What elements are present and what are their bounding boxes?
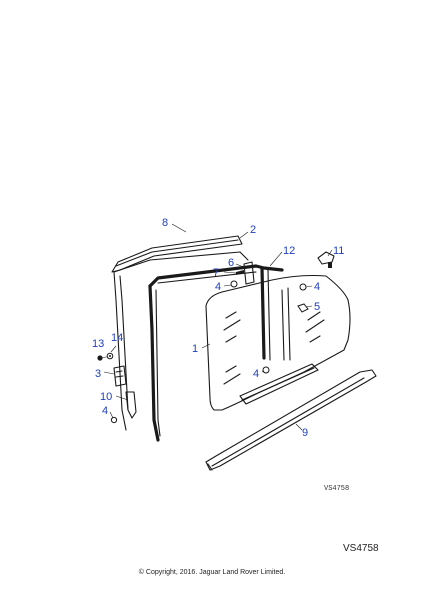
drawing-reference: VS4758 bbox=[324, 485, 349, 493]
callout-8: 8 bbox=[162, 217, 168, 229]
part-2-door-frame-seal bbox=[113, 251, 249, 431]
callout-4-upper-right: 4 bbox=[314, 281, 320, 293]
callout-6: 6 bbox=[228, 257, 234, 269]
reference-code: VS4758 bbox=[343, 543, 379, 554]
callout-1: 1 bbox=[192, 343, 198, 355]
callout-14: 14 bbox=[111, 332, 123, 344]
part-4-clip-center bbox=[262, 366, 270, 374]
callout-13: 13 bbox=[92, 338, 104, 350]
part-11-upper-clip bbox=[317, 251, 335, 268]
callout-12: 12 bbox=[283, 245, 295, 257]
part-division-post bbox=[260, 266, 271, 361]
part-10-lower-channel bbox=[125, 391, 137, 419]
callout-4-lower-left: 4 bbox=[102, 405, 108, 417]
callout-9: 9 bbox=[302, 427, 308, 439]
part-4-clip-lower-left bbox=[110, 416, 118, 424]
part-4-clip-upper-left bbox=[230, 280, 238, 288]
callout-11: 11 bbox=[333, 245, 344, 257]
callout-4-center: 4 bbox=[253, 368, 259, 380]
part-7-fixing bbox=[236, 270, 244, 275]
part-rear-channel bbox=[281, 287, 291, 361]
part-1-door-glass bbox=[205, 274, 351, 411]
copyright-notice: © Copyright, 2016. Jaguar Land Rover Lim… bbox=[138, 569, 286, 576]
leader-lines bbox=[103, 223, 333, 431]
part-6-bracket bbox=[243, 261, 255, 285]
callout-3: 3 bbox=[95, 368, 101, 380]
part-4-clip-upper-right bbox=[299, 283, 307, 291]
part-3-bracket bbox=[113, 365, 127, 387]
callout-4-upper-left: 4 bbox=[215, 281, 221, 293]
part-5-nut bbox=[297, 303, 309, 313]
part-glass-lower-channel bbox=[239, 363, 319, 405]
part-14-washer bbox=[106, 352, 114, 360]
callout-2: 2 bbox=[250, 224, 256, 236]
callout-5: 5 bbox=[314, 301, 320, 313]
callout-10: 10 bbox=[100, 391, 112, 403]
part-9-waist-seal bbox=[205, 369, 377, 471]
callout-7: 7 bbox=[213, 267, 219, 279]
